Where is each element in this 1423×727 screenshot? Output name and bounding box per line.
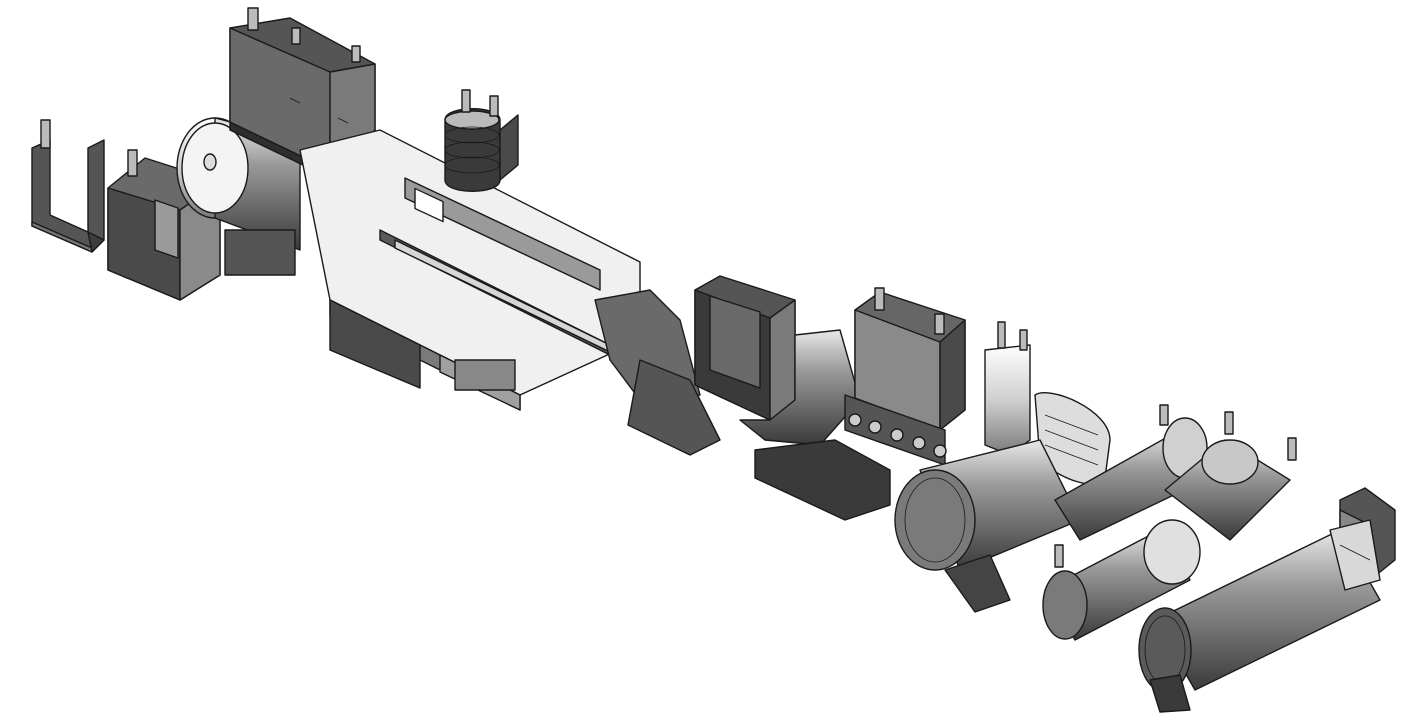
main-silencer [894, 439, 1081, 613]
compressed-air-tank-4 [1138, 529, 1381, 713]
engine-cylinder-row [404, 177, 601, 291]
compressed-air-tank-3 [1042, 519, 1201, 641]
pump-assembly [1329, 487, 1396, 591]
cabinet-connectors [848, 413, 947, 458]
expansion-tank [984, 321, 1111, 485]
electronics-cabinet [754, 287, 966, 521]
air-filter [444, 89, 519, 192]
compressed-air-tank-2 [1164, 411, 1297, 541]
exhaust-elbow-duct [627, 275, 861, 456]
intercooler-box [229, 7, 376, 179]
air-duct-inlet [31, 119, 105, 253]
engine-block [299, 129, 701, 411]
